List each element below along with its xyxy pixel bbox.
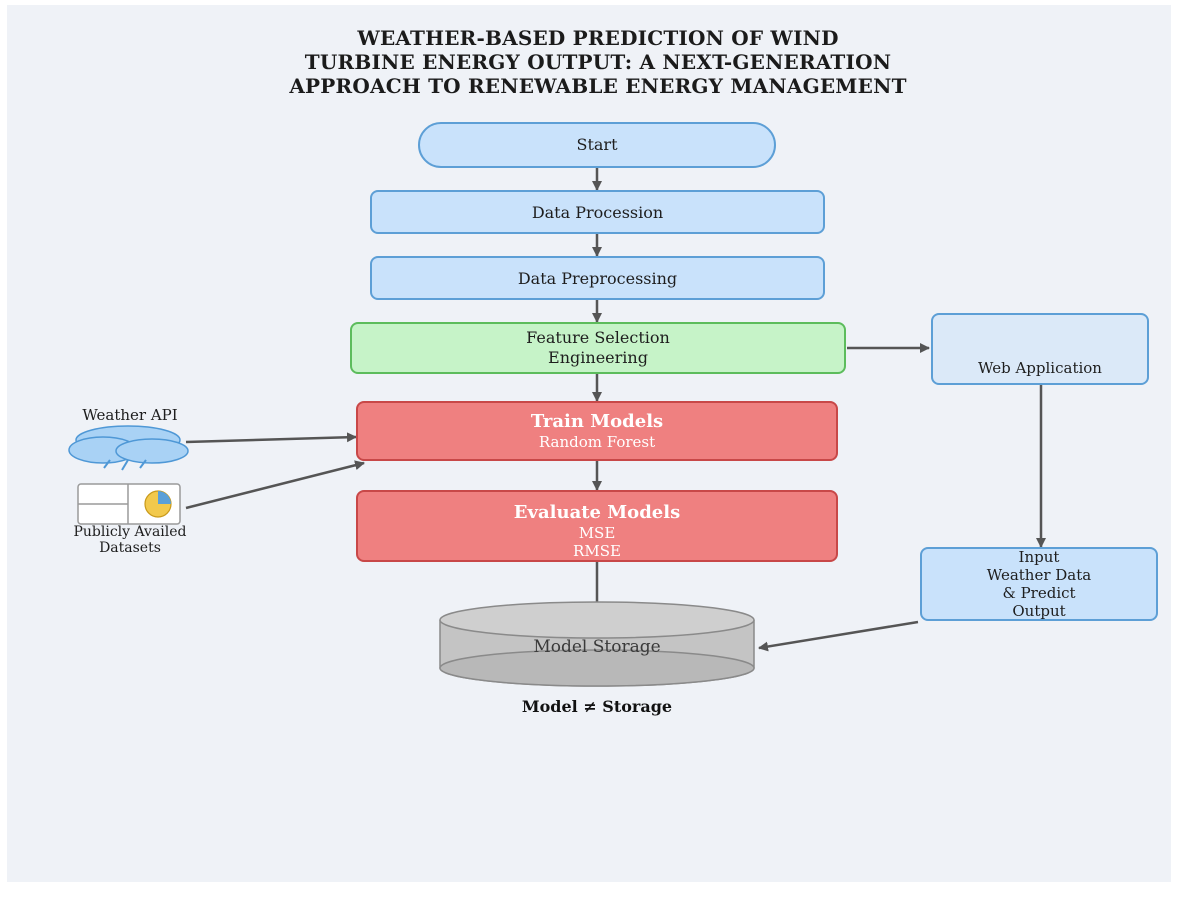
arrow-input-to-storage <box>758 620 919 652</box>
model-storage-label: Model Storage <box>533 637 661 657</box>
title-line-3: APPROACH TO RENEWABLE ENERGY MANAGEMENT <box>289 74 907 98</box>
start-node: Start <box>576 135 618 154</box>
datasets-label: Publicly Availed Datasets <box>40 524 220 556</box>
title-line-2: TURBINE ENERGY OUTPUT: A NEXT-GENERATION <box>304 50 892 74</box>
start-shape <box>418 122 776 168</box>
train-models-algorithm: Random Forest <box>538 433 656 451</box>
datasets-label-line2: Datasets <box>99 540 161 556</box>
title-line-1: WEATHER-BASED PREDICTION OF WIND <box>357 26 839 50</box>
diagram-title: WEATHER-BASED PREDICTION OF WIND TURBINE… <box>0 26 1178 98</box>
data-preprocessing-label: Data Preprocessing <box>517 268 678 288</box>
train-models-title: Train Models <box>530 411 664 432</box>
table-pie-chart-icon <box>77 483 181 525</box>
metric-mse: MSE <box>578 524 616 542</box>
evaluate-models-title: Evaluate Models <box>513 502 681 523</box>
feature-label-line2: Engineering <box>548 348 648 367</box>
data-procession-node: Data Procession <box>370 190 825 234</box>
arrow-weather-to-train <box>185 432 357 444</box>
input-predict-node: Input Weather Data & Predict Output <box>920 547 1158 621</box>
input-label-line2: Weather Data <box>986 566 1092 584</box>
metric-rmse: RMSE <box>573 542 621 560</box>
evaluate-models-node: Evaluate Models MSE RMSE R² <box>356 490 838 562</box>
feature-selection-node: Feature Selection Engineering <box>350 322 846 374</box>
data-procession-label: Data Procession <box>531 202 664 222</box>
storage-cylinder <box>439 601 755 687</box>
cloud-rain-icon <box>68 425 189 471</box>
arrow-datasets-to-train <box>185 460 365 510</box>
web-application-label: Web Application <box>978 359 1102 377</box>
web-application-node: Web Application <box>931 313 1149 385</box>
datasets-label-line1: Publicly Availed <box>73 524 187 540</box>
train-models-node: Train Models Random Forest <box>356 401 838 461</box>
data-preprocessing-node: Data Preprocessing <box>370 256 825 300</box>
storage-caption: Model ≠ Storage <box>521 697 673 716</box>
input-label-line1: Input <box>1018 548 1060 566</box>
input-label-line3: & Predict <box>1002 584 1076 602</box>
weather-api-label: Weather API <box>82 406 178 424</box>
input-label-line4: Output <box>1012 602 1066 620</box>
feature-label-line1: Feature Selection <box>526 328 670 347</box>
